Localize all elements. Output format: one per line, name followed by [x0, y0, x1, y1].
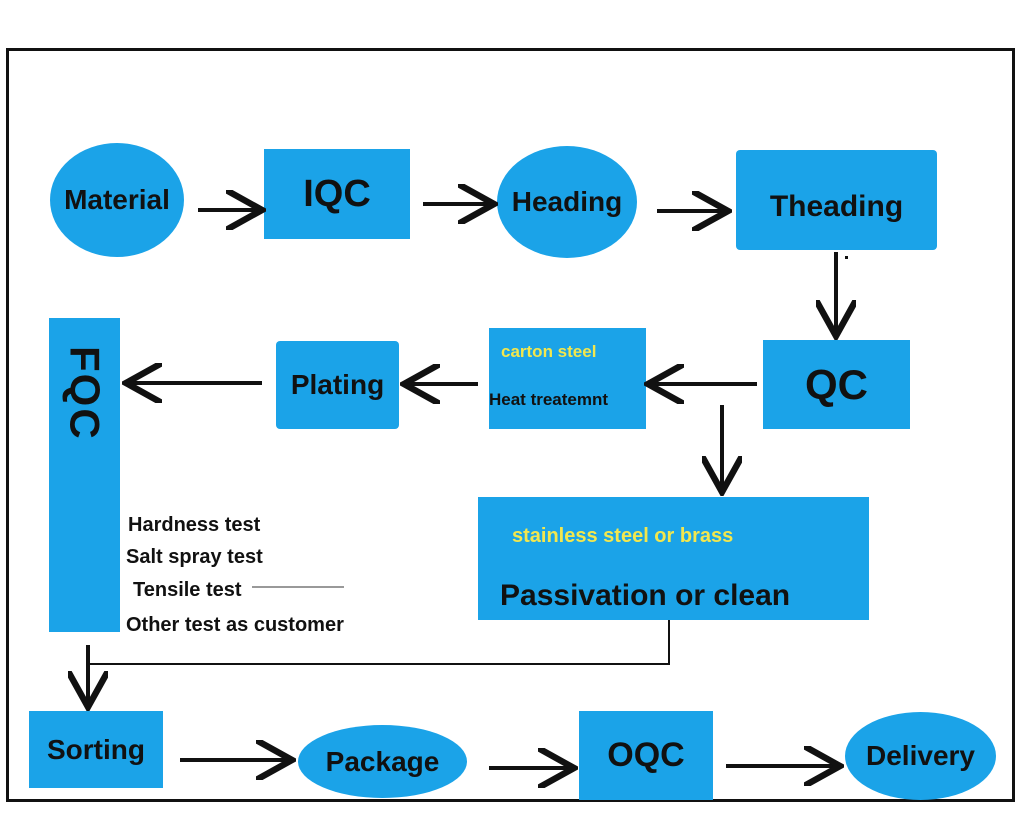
node-sorting: Sorting [29, 711, 163, 788]
node-fqc: FQC [49, 318, 120, 632]
node-oqc: OQC [579, 711, 713, 800]
node-package: Package [298, 725, 467, 798]
fqc-test-item: Salt spray test [126, 546, 263, 568]
diagram-frame [6, 48, 1015, 802]
passivation-note: stainless steel or brass [512, 525, 734, 547]
fqc-test-item: Tensile test [133, 579, 242, 601]
stray-dot [845, 256, 848, 259]
node-material-label: Material [64, 184, 170, 215]
fqc-test-item: Hardness test [128, 514, 261, 536]
fqc-test-item: Other test as customer [126, 614, 344, 636]
node-plating: Plating [276, 341, 399, 429]
node-package-label: Package [325, 745, 440, 777]
node-material: Material [50, 143, 184, 257]
node-heat-treatment: carton steel Heat treatemnt [489, 328, 646, 429]
node-plating-label: Plating [290, 369, 385, 400]
line-passivation-return [88, 620, 670, 665]
node-iqc-label: IQC [303, 172, 371, 215]
node-passivation: stainless steel or brass Passivation or … [478, 497, 869, 620]
node-theading: Theading [736, 150, 937, 250]
node-theading-label: Theading [769, 190, 904, 223]
node-heat-treatment-label: Heat treatemnt [489, 390, 609, 409]
node-delivery: Delivery [845, 712, 996, 800]
node-qc-label: QC [805, 360, 868, 408]
node-qc: QC [763, 340, 910, 429]
node-oqc-label: OQC [607, 736, 685, 774]
node-fqc-label: FQC [61, 346, 109, 441]
node-heading-label: Heading [511, 186, 623, 217]
node-passivation-label: Passivation or clean [500, 579, 791, 612]
node-heading: Heading [497, 146, 637, 258]
node-iqc: IQC [264, 149, 410, 239]
node-delivery-label: Delivery [866, 740, 975, 771]
node-sorting-label: Sorting [47, 733, 145, 765]
heat-treatment-note: carton steel [501, 342, 597, 361]
